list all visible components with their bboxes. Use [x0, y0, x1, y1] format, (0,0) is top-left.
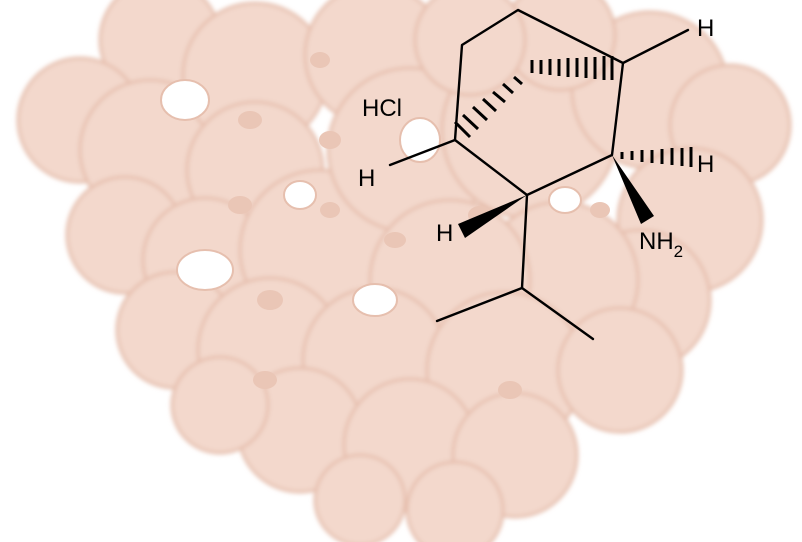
hcl-label: HCl [362, 95, 402, 122]
bond-methyl-right [520, 286, 595, 341]
h-label-bridgehead-left: H [358, 165, 375, 192]
h-label-ring-right: H [697, 151, 714, 178]
background-surface-blob [16, 0, 792, 542]
molecule-structure [388, 8, 693, 341]
wedge-bond-h-left [458, 195, 527, 238]
bond-h-bridgehead-left [388, 138, 457, 167]
wedge-bond-amine [612, 155, 654, 224]
bond-h-bridgehead-right [621, 28, 690, 65]
amine-label-subscript: 2 [674, 242, 683, 261]
bond-isopropyl-stem [520, 193, 529, 290]
atom-labels: HCl H H H H NH2 [358, 15, 714, 261]
h-label-wedge-left: H [436, 220, 453, 247]
h-label-bridgehead-right: H [697, 15, 714, 42]
amine-label-main: NH [639, 228, 674, 255]
amine-label: NH2 [639, 228, 683, 261]
hashed-bond-bridge-right [530, 56, 614, 80]
hashed-bond-bridge-left [453, 75, 523, 139]
bond-methyl-left [435, 286, 524, 323]
hashed-bond-h-right [620, 147, 693, 167]
